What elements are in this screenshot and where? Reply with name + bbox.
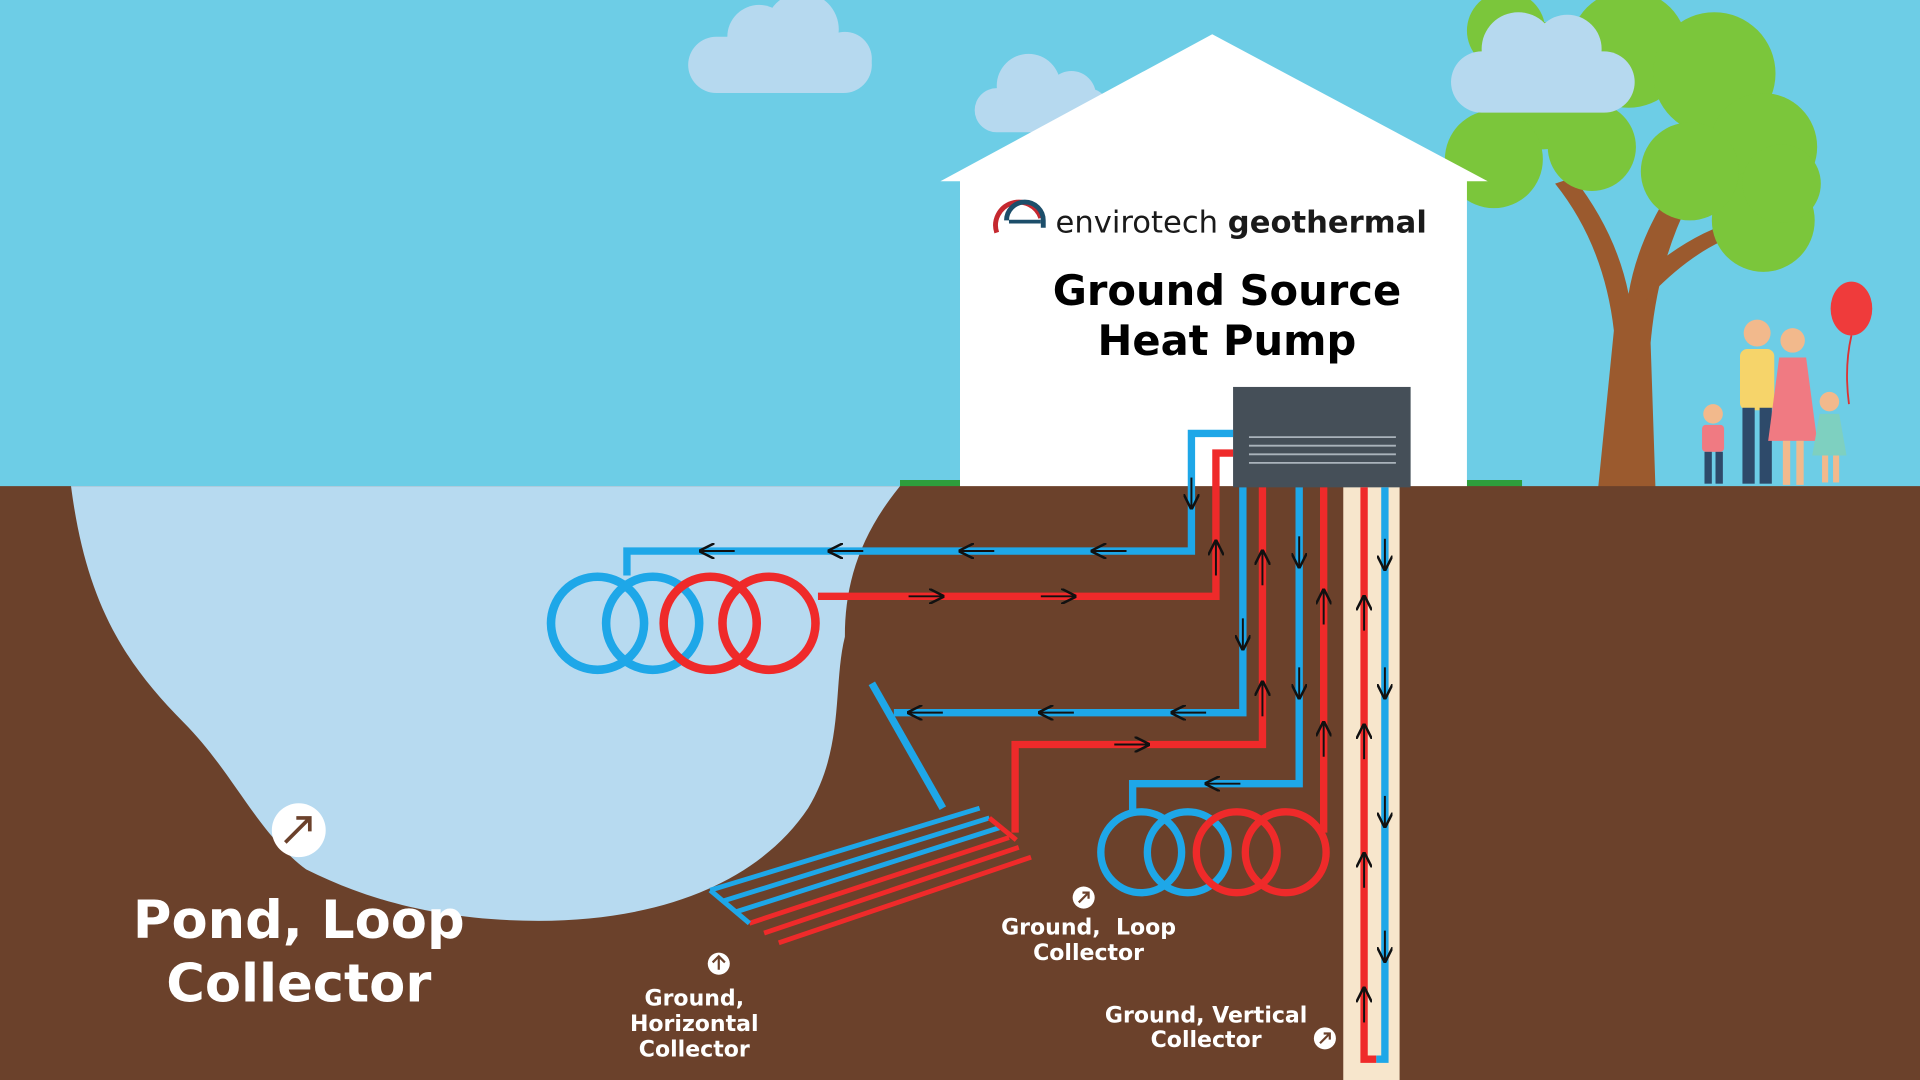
logo-icon (993, 199, 1046, 234)
pond-coils (546, 572, 820, 675)
arrow-up-right-icon[interactable] (271, 803, 326, 858)
tree (1444, 0, 1821, 490)
family-illustration (1702, 319, 1847, 485)
vertical-borehole (1343, 486, 1400, 1080)
grass-strip (900, 480, 962, 488)
horizontal-cold-pipe (893, 487, 1247, 717)
brand-name: envirotech geothermal (1056, 206, 1427, 241)
title-line-2: Heat Pump (1098, 316, 1357, 365)
brand-word-1: envirotech (1056, 206, 1219, 241)
ground-loop-label-line-2: Collector (1033, 941, 1144, 966)
arrow-up-right-icon[interactable] (1072, 886, 1095, 909)
ground-loop-label-line-1: Ground, Loop (1001, 915, 1176, 940)
pond-label-line-2: Collector (166, 954, 431, 1015)
horizontal-cold-diagonal (868, 681, 947, 810)
pond-cold-pipe (623, 429, 1234, 576)
horizontal-label-line-2: Horizontal (630, 1012, 759, 1037)
cloud (688, 0, 872, 94)
vertical-label-line-1: Ground, Vertical (1105, 1003, 1307, 1028)
brand-word-2: geothermal (1228, 206, 1427, 241)
arrow-up-right-icon[interactable] (1313, 1027, 1336, 1050)
balloon-icon (1830, 281, 1873, 405)
horizontal-collector-grid (708, 805, 1032, 946)
vertical-hot-pipe (1360, 487, 1377, 1063)
heat-pump-unit (1233, 386, 1411, 488)
pond-label-line-1: Pond, Loop (133, 890, 465, 951)
arrow-up-icon[interactable] (707, 952, 730, 975)
flow-arrows (700, 477, 1384, 1023)
vertical-label-line-2: Collector (1151, 1028, 1262, 1053)
pond-hot-pipe (817, 449, 1234, 600)
ground-loop-coils (1097, 808, 1330, 897)
horizontal-label-line-3: Collector (639, 1038, 750, 1063)
grass-strip (1466, 480, 1523, 488)
horizontal-label-line-1: Ground, (644, 986, 744, 1011)
title-line-1: Ground Source (1053, 266, 1402, 315)
